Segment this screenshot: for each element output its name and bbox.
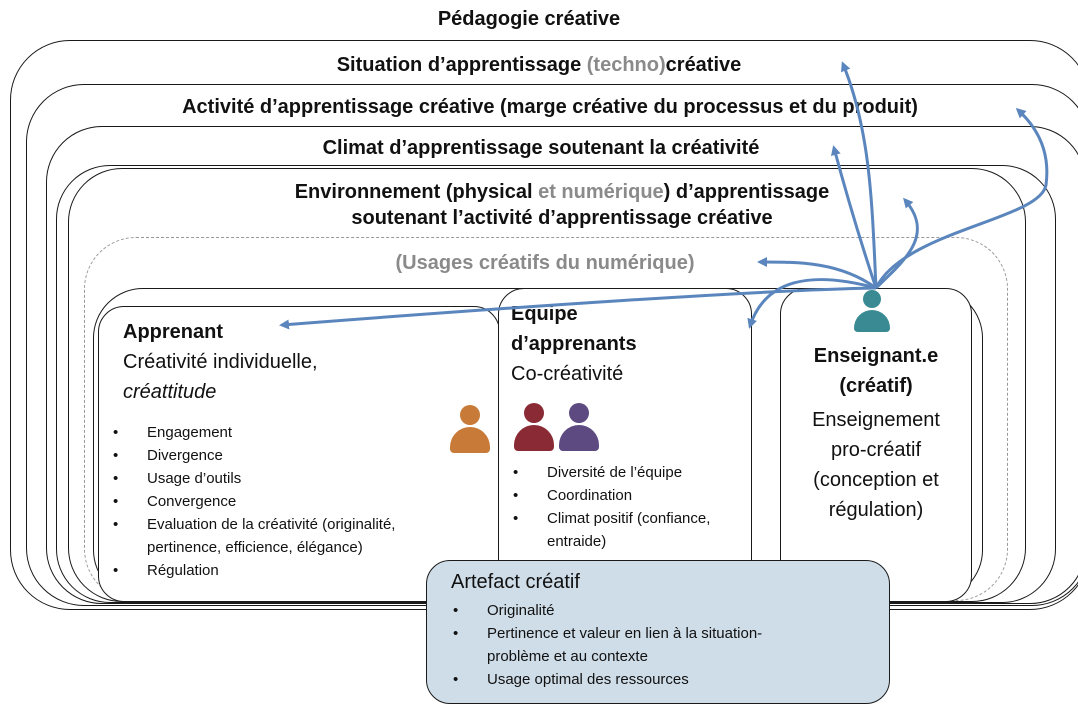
list-item: Usage d’outils — [111, 467, 451, 490]
person-icon-teal — [854, 290, 890, 334]
enseignant-desc-3: (conception et — [813, 469, 939, 491]
list-item: Engagement — [111, 421, 451, 444]
title-climat: Climat d’apprentissage soutenant la créa… — [322, 137, 760, 159]
list-item: Divergence — [111, 444, 451, 467]
equipe-subtitle: Co-créativité — [511, 363, 624, 385]
list-item: Usage optimal des ressources — [451, 668, 781, 691]
title-environnement: Environnement (physical et numérique) d’… — [0, 177, 1078, 207]
equipe-title-1: Equipe — [511, 303, 578, 325]
title-situation: Situation d’apprentissage (techno)créati… — [0, 54, 1078, 77]
list-item: Régulation — [111, 559, 451, 582]
title-environnement-line2: soutenant l’activité d’apprentissage cré… — [351, 207, 773, 229]
apprenant-subtitle: Créativité individuelle, — [123, 351, 318, 373]
apprenant-bullets: Engagement Divergence Usage d’outils Con… — [111, 421, 451, 582]
card-equipe: Equipe d’apprenants Co-créativité Divers… — [498, 288, 752, 602]
env-text-1: Environnement (physical — [294, 181, 539, 203]
enseignant-desc-4: régulation) — [828, 499, 924, 521]
apprenant-subtitle-italic: créattitude — [123, 381, 217, 403]
situation-text-1: Situation d’apprentissage — [336, 54, 587, 76]
list-item: Pertinence et valeur en lien à la situat… — [451, 622, 781, 668]
card-apprenant: Apprenant Créativité individuelle, créat… — [98, 306, 500, 602]
situation-text-2: créative — [665, 54, 742, 76]
enseignant-desc-1: Enseignement — [812, 409, 940, 431]
enseignant-title-1: Enseignant.e — [813, 345, 939, 367]
apprenant-title: Apprenant — [123, 321, 223, 343]
card-artefact: Artefact créatif Originalité Pertinence … — [426, 560, 890, 704]
card-enseignant: Enseignant.e (créatif) Enseignement pro-… — [780, 288, 972, 602]
situation-text-techno: (techno) — [586, 54, 666, 76]
enseignant-desc-2: pro-créatif — [830, 439, 922, 461]
title-usages: (Usages créatifs du numérique) — [395, 252, 695, 274]
artefact-title: Artefact créatif — [451, 571, 580, 593]
env-text-2: ) d’apprentissage — [663, 181, 830, 203]
title-pedagogie: Pédagogie créative — [437, 8, 621, 30]
list-item: Diversité de l’équipe — [511, 461, 739, 484]
equipe-bullets: Diversité de l’équipe Coordination Clima… — [511, 461, 739, 553]
person-icon-orange — [450, 405, 490, 455]
title-activite: Activité d’apprentissage créative (marge… — [182, 96, 918, 118]
equipe-title-2: d’apprenants — [511, 333, 637, 355]
list-item: Convergence — [111, 490, 451, 513]
artefact-bullets: Originalité Pertinence et valeur en lien… — [451, 599, 781, 691]
person-icon-red — [514, 403, 554, 453]
list-item: Coordination — [511, 484, 739, 507]
person-icon-purple — [559, 403, 599, 453]
list-item: Evaluation de la créativité (originalité… — [111, 513, 451, 559]
enseignant-title-2: (créatif) — [839, 375, 913, 397]
env-text-numerique: et numérique — [538, 181, 664, 203]
list-item: Climat positif (confiance, entraide) — [511, 507, 739, 553]
list-item: Originalité — [451, 599, 781, 622]
